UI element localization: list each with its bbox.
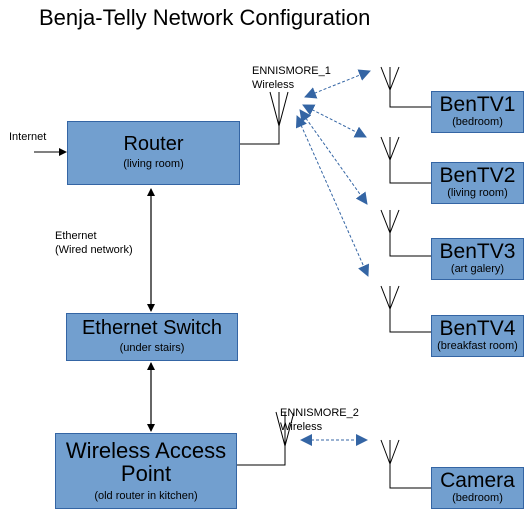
ethernet-label-line1: Ethernet: [55, 230, 97, 242]
bentv4-location: (breakfast room): [437, 340, 518, 353]
network1-type: Wireless: [252, 78, 295, 91]
wireless-link-bentv2: [302, 104, 367, 138]
bentv4-antenna-icon: [380, 285, 431, 333]
bentv3-name: BenTV3: [439, 240, 516, 263]
bentv2-node: BenTV2 (living room): [431, 162, 524, 204]
router-antenna-icon: [240, 91, 289, 145]
switch-name: Ethernet Switch: [81, 317, 223, 339]
network1-label: ENNISMORE_1 Wireless: [252, 65, 331, 93]
bentv4-node: BenTV4 (breakfast room): [431, 315, 524, 357]
bentv3-node: BenTV3 (art galery): [431, 238, 524, 280]
bentv2-antenna-icon: [380, 136, 431, 184]
internet-label: Internet: [9, 131, 47, 143]
wireless-link-bentv4: [295, 115, 370, 277]
network2-label: ENNISMORE_2 Wireless: [280, 407, 359, 435]
diagram-title: Benja-Telly Network Configuration: [39, 5, 371, 30]
ethernet-label: Ethernet (Wired network): [55, 230, 133, 258]
bentv2-location: (living room): [447, 187, 508, 200]
bentv1-node: BenTV1 (bedroom): [431, 91, 524, 133]
bentv3-antenna-icon: [380, 209, 431, 257]
camera-name: Camera: [440, 469, 515, 492]
bentv1-location: (bedroom): [452, 116, 503, 129]
network2-type: Wireless: [280, 420, 323, 433]
network2-name: ENNISMORE_2: [280, 407, 359, 419]
ethernet-label-line2: (Wired network): [55, 243, 133, 256]
wireless-link-bentv3: [299, 109, 368, 205]
camera-antenna-icon: [380, 439, 431, 489]
access-point-node: Wireless Access Point (old router in kit…: [55, 433, 237, 509]
router-name: Router: [123, 133, 184, 155]
bentv2-name: BenTV2: [439, 164, 516, 187]
switch-location: (under stairs): [119, 342, 185, 354]
router-location: (living room): [123, 158, 184, 170]
camera-node: Camera (bedroom): [431, 467, 524, 509]
bentv4-name: BenTV4: [439, 317, 516, 340]
bentv1-antenna-icon: [380, 66, 431, 108]
ap-antenna-icon: [237, 411, 295, 466]
router-node: Router (living room): [67, 121, 240, 185]
access-point-location: (old router in kitchen): [94, 490, 198, 503]
access-point-name-line1: Wireless Access: [65, 438, 227, 463]
network1-name: ENNISMORE_1: [252, 65, 331, 77]
bentv3-location: (art galery): [450, 263, 505, 276]
camera-location: (bedroom): [452, 492, 503, 505]
bentv1-name: BenTV1: [439, 93, 516, 116]
switch-node: Ethernet Switch (under stairs): [66, 313, 238, 361]
wireless-link-bentv1: [304, 69, 371, 99]
access-point-name-line2: Point: [120, 461, 172, 487]
